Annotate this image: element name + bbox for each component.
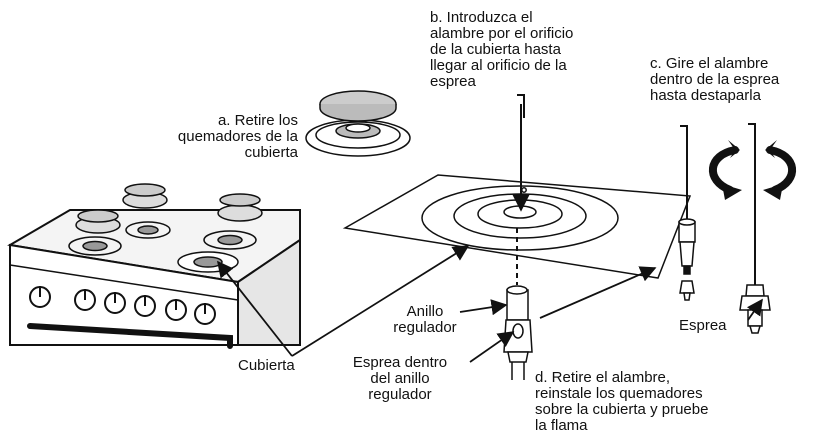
step-d-label: d. Retire el alambre, reinstale los quem…: [535, 369, 709, 434]
arrow-cubierta-stove: [216, 260, 293, 357]
knob: [104, 292, 126, 314]
burner-cap: [217, 193, 263, 222]
knob: [29, 286, 51, 308]
arrow-cubierta-sheet: [291, 245, 470, 357]
arrow-espreas: [747, 298, 763, 321]
rotate-clockwise-icon: [763, 140, 797, 200]
stove-burners: [68, 183, 263, 273]
cooktop-plate: [342, 174, 692, 279]
knob: [134, 295, 156, 317]
oven-handle: [27, 323, 233, 349]
espreas-dentro-label: Esprea dentro del anillo regulador: [352, 354, 448, 403]
espreas-label: Esprea: [679, 317, 727, 334]
knob: [165, 299, 187, 321]
stove-knobs: [29, 286, 216, 325]
cooktop-sheet: [342, 174, 692, 279]
burner-ring: [177, 251, 239, 273]
arrow-espreas-dentro: [469, 331, 515, 363]
burner-ring: [68, 236, 122, 256]
burner-cap: [122, 183, 168, 209]
wire-c1: [680, 125, 688, 222]
wire-b: [512, 94, 530, 285]
wire-hook: [517, 94, 525, 118]
knob: [74, 289, 96, 311]
wire-c2: [748, 123, 756, 300]
removed-burner: [305, 90, 411, 157]
leader-arrows: [216, 245, 763, 363]
cubierta-label: Cubierta: [238, 357, 295, 374]
arrow-step-d: [539, 266, 657, 319]
nozzle-detail: [678, 218, 696, 301]
regulator-ring: [503, 285, 533, 380]
burner-ring: [203, 230, 257, 250]
anillo-regulador-label: Anillo regulador: [393, 303, 457, 336]
burner-cap: [75, 209, 121, 234]
burner-ring: [125, 221, 171, 239]
rotate-counterclockwise-icon: [708, 140, 742, 200]
stove-side: [237, 238, 301, 346]
knob: [194, 303, 216, 325]
arrow-anillo: [459, 299, 508, 316]
step-a-label: a. Retire los quemadores de la cubierta: [177, 112, 298, 161]
step-b-label: b. Introduzca el alambre por el orificio…: [430, 9, 574, 90]
step-c-label: c. Gire el alambre dentro de la esprea h…: [650, 55, 780, 104]
control-panel-line: [9, 264, 239, 301]
